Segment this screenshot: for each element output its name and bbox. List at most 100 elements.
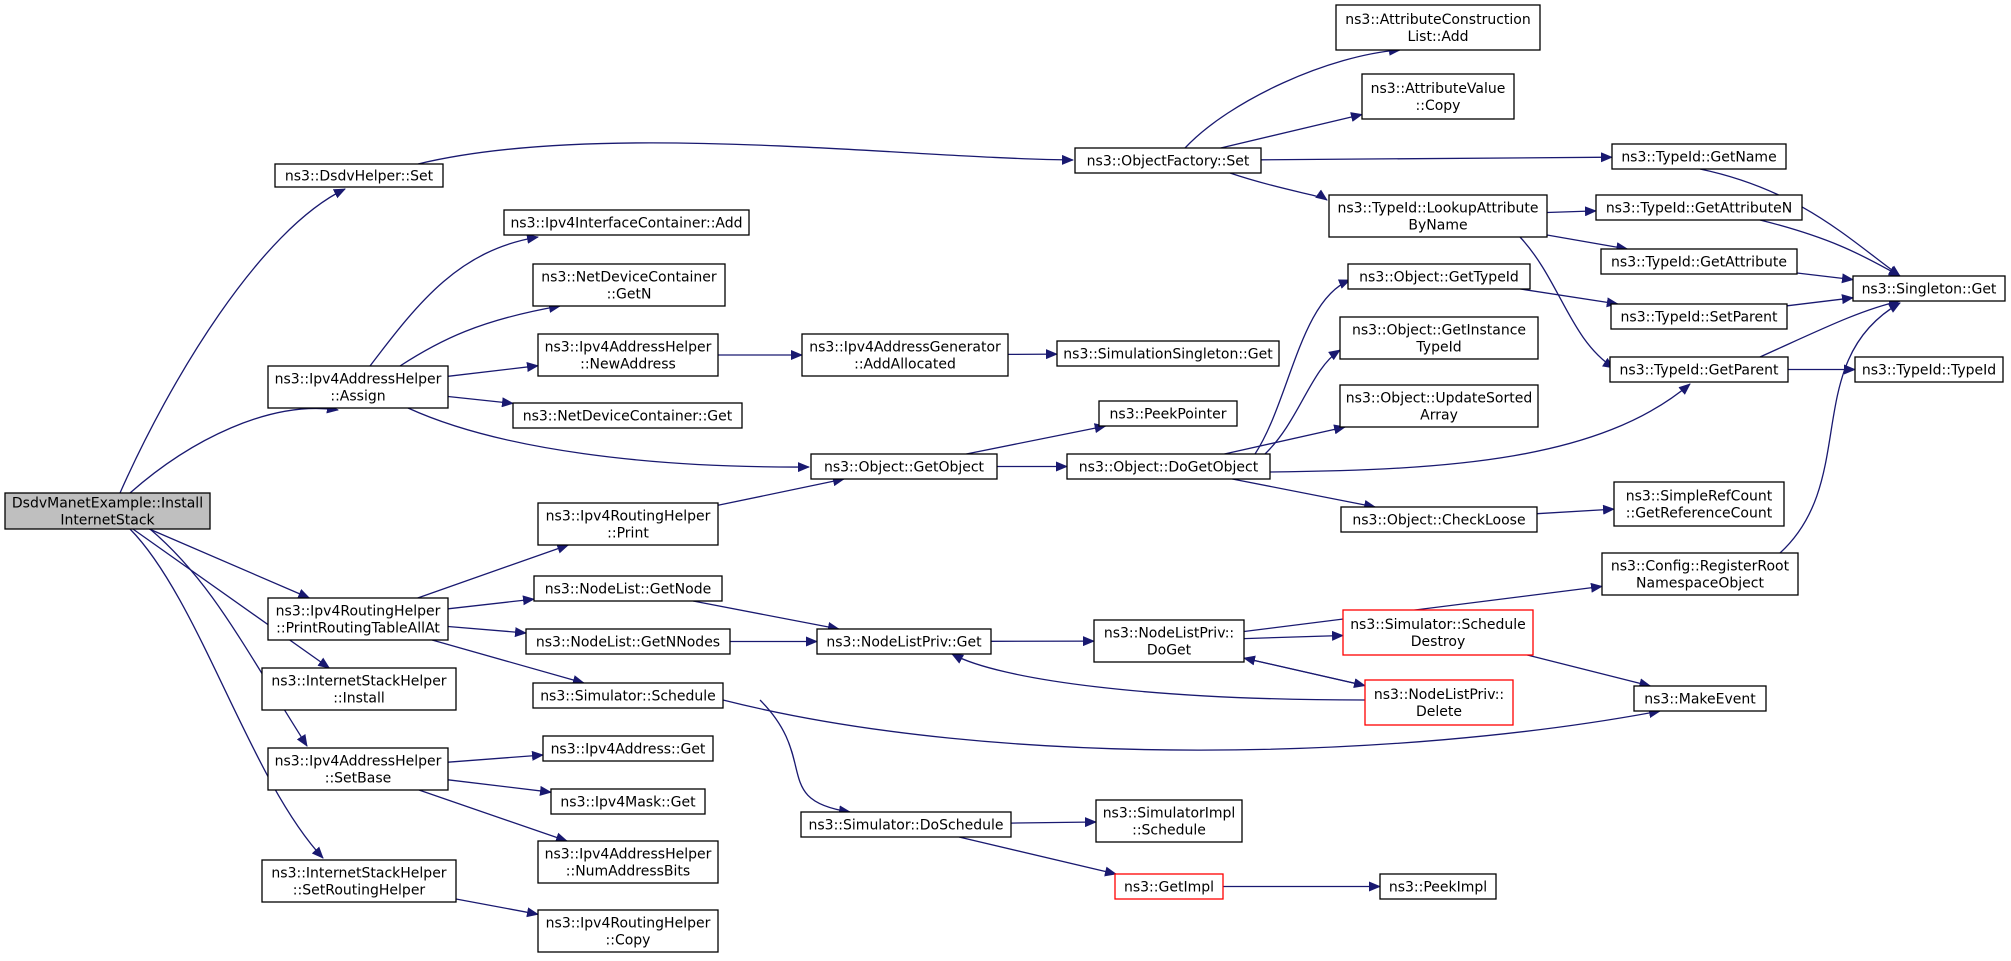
node-box[interactable] (1066, 453, 1271, 480)
node-nodelist-getnnodes[interactable]: ns3::NodeList::GetNNodes (525, 628, 731, 655)
node-box[interactable] (1098, 400, 1238, 427)
node-ipv4rout-print[interactable]: ns3::Ipv4RoutingHelper::Print (537, 502, 719, 546)
node-box[interactable] (1095, 799, 1243, 843)
node-getimpl[interactable]: ns3::GetImpl (1114, 873, 1224, 900)
node-box[interactable] (1074, 147, 1262, 174)
node-box[interactable] (261, 859, 457, 903)
node-box[interactable] (550, 788, 706, 815)
node-box[interactable] (1852, 275, 2006, 302)
node-object-getobject[interactable]: ns3::Object::GetObject (810, 453, 998, 480)
node-box[interactable] (1854, 356, 2004, 383)
node-box[interactable] (503, 209, 750, 236)
node-ipv4ifc-add[interactable]: ns3::Ipv4InterfaceContainer::Add (503, 209, 750, 236)
node-box[interactable] (810, 453, 998, 480)
node-box[interactable] (525, 628, 731, 655)
node-ipv4addr-setbase[interactable]: ns3::Ipv4AddressHelper::SetBase (267, 747, 449, 791)
node-simimpl-schedule[interactable]: ns3::SimulatorImpl::Schedule (1095, 799, 1243, 843)
node-inet-install[interactable]: ns3::InternetStackHelper::Install (261, 667, 457, 711)
node-box[interactable] (1613, 481, 1785, 527)
node-object-gettypeid[interactable]: ns3::Object::GetTypeId (1347, 263, 1531, 290)
node-object-dogetobject[interactable]: ns3::Object::DoGetObject (1066, 453, 1271, 480)
node-typeid-getname[interactable]: ns3::TypeId::GetName (1611, 143, 1787, 170)
node-sim-doschedule[interactable]: ns3::Simulator::DoSchedule (800, 811, 1012, 838)
node-nodelistpriv-get[interactable]: ns3::NodeListPriv::Get (816, 628, 992, 655)
node-box[interactable] (1633, 685, 1767, 712)
node-box[interactable] (1114, 873, 1224, 900)
node-box[interactable] (532, 263, 726, 307)
node-ndc-getn[interactable]: ns3::NetDeviceContainer::GetN (532, 263, 726, 307)
node-makeevent[interactable]: ns3::MakeEvent (1633, 685, 1767, 712)
node-box[interactable] (801, 333, 1009, 377)
node-box[interactable] (267, 365, 449, 409)
node-box[interactable] (542, 735, 714, 762)
node-box[interactable] (1340, 506, 1538, 533)
node-box[interactable] (1595, 194, 1803, 221)
node-peekpointer[interactable]: ns3::PeekPointer (1098, 400, 1238, 427)
node-objfactory-set[interactable]: ns3::ObjectFactory::Set (1074, 147, 1262, 174)
node-box[interactable] (1328, 194, 1548, 238)
node-box[interactable] (274, 163, 444, 188)
node-box[interactable] (1339, 384, 1539, 428)
node-box[interactable] (1056, 340, 1280, 367)
node-typeid-getattrn[interactable]: ns3::TypeId::GetAttributeN (1595, 194, 1803, 221)
node-ipv4gen-addalloc[interactable]: ns3::Ipv4AddressGenerator::AddAllocated (801, 333, 1009, 377)
node-peekimpl[interactable]: ns3::PeekImpl (1379, 873, 1497, 900)
node-box[interactable] (1600, 248, 1798, 275)
node-dsdv-set[interactable]: ns3::DsdvHelper::Set (274, 163, 444, 188)
node-box[interactable] (1601, 552, 1799, 596)
node-inet-setrouting[interactable]: ns3::InternetStackHelper::SetRoutingHelp… (261, 859, 457, 903)
node-box[interactable] (816, 628, 992, 655)
node-ipv4rout-print-all[interactable]: ns3::Ipv4RoutingHelper::PrintRoutingTabl… (267, 597, 449, 641)
node-box[interactable] (532, 682, 724, 709)
node-box[interactable] (261, 667, 457, 711)
node-singleton-get[interactable]: ns3::Singleton::Get (1852, 275, 2006, 302)
node-simsingleton-get[interactable]: ns3::SimulationSingleton::Get (1056, 340, 1280, 367)
node-box[interactable] (537, 840, 719, 884)
node-box[interactable] (533, 575, 723, 602)
node-nodelistpriv-delete[interactable]: ns3::NodeListPriv::Delete (1364, 679, 1514, 726)
node-ipv4addr-get[interactable]: ns3::Ipv4Address::Get (542, 735, 714, 762)
node-box[interactable] (537, 333, 719, 377)
node-ipv4addr-numbits[interactable]: ns3::Ipv4AddressHelper::NumAddressBits (537, 840, 719, 884)
node-ndc-get[interactable]: ns3::NetDeviceContainer::Get (512, 402, 743, 429)
node-box[interactable] (1361, 73, 1515, 120)
node-ipv4mask-get[interactable]: ns3::Ipv4Mask::Get (550, 788, 706, 815)
node-box[interactable] (1611, 143, 1787, 170)
node-box[interactable] (537, 909, 719, 953)
node-object-checkloose[interactable]: ns3::Object::CheckLoose (1340, 506, 1538, 533)
node-typeid-getattr[interactable]: ns3::TypeId::GetAttribute (1600, 248, 1798, 275)
node-ipv4addr-newaddr[interactable]: ns3::Ipv4AddressHelper::NewAddress (537, 333, 719, 377)
node-box[interactable] (1364, 679, 1514, 726)
node-box[interactable] (1609, 356, 1789, 383)
node-box[interactable] (1335, 4, 1541, 51)
node-box[interactable] (512, 402, 743, 429)
node-box[interactable] (1379, 873, 1497, 900)
node-typeid-getparent[interactable]: ns3::TypeId::GetParent (1609, 356, 1789, 383)
node-ipv4addr-assign[interactable]: ns3::Ipv4AddressHelper::Assign (267, 365, 449, 409)
node-box[interactable] (1342, 609, 1534, 656)
node-box[interactable] (267, 747, 449, 791)
node-box[interactable] (1093, 619, 1245, 663)
node-box[interactable] (1610, 303, 1788, 330)
node-box[interactable] (1339, 316, 1539, 360)
node-attrval-copy[interactable]: ns3::AttributeValue::Copy (1361, 73, 1515, 120)
node-box[interactable] (4, 492, 211, 530)
node-nodelist-getnode[interactable]: ns3::NodeList::GetNode (533, 575, 723, 602)
node-typeid-setparent[interactable]: ns3::TypeId::SetParent (1610, 303, 1788, 330)
node-box[interactable] (1347, 263, 1531, 290)
node-box[interactable] (537, 502, 719, 546)
node-sim-schedule[interactable]: ns3::Simulator::Schedule (532, 682, 724, 709)
node-typeid-typeid[interactable]: ns3::TypeId::TypeId (1854, 356, 2004, 383)
node-box[interactable] (800, 811, 1012, 838)
node-nodelistpriv-doget[interactable]: ns3::NodeListPriv::DoGet (1093, 619, 1245, 663)
node-simplerefcount[interactable]: ns3::SimpleRefCount::GetReferenceCount (1613, 481, 1785, 527)
node-ipv4rout-copy[interactable]: ns3::Ipv4RoutingHelper::Copy (537, 909, 719, 953)
node-box[interactable] (267, 597, 449, 641)
